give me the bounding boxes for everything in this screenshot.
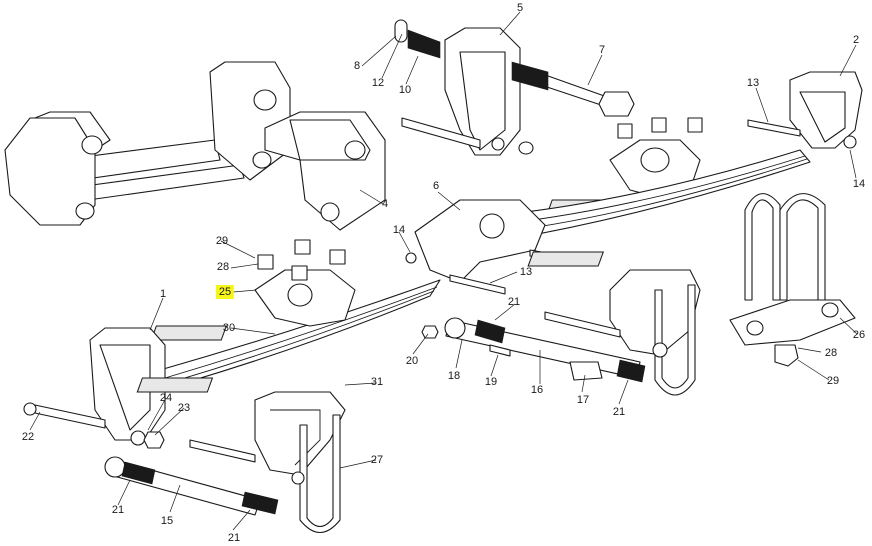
- callout-23: 23: [177, 402, 191, 414]
- callout-19: 19: [484, 376, 498, 388]
- hanger-1-group: [23, 327, 166, 449]
- callout-20: 20: [405, 355, 419, 367]
- assembled-axle-group: [4, 61, 386, 231]
- callout-6: 6: [432, 180, 440, 192]
- hanger-rear-group: [527, 251, 701, 396]
- callout-7: 7: [598, 44, 606, 56]
- callout-4: 4: [381, 198, 389, 210]
- callout-14a: 14: [392, 224, 406, 236]
- callout-18: 18: [447, 370, 461, 382]
- hanger-5-group: [394, 19, 635, 156]
- callout-28a: 28: [216, 261, 230, 273]
- callout-13a: 13: [746, 77, 760, 89]
- callout-24: 24: [159, 392, 173, 404]
- u-bolt-26-group: [729, 193, 856, 367]
- callout-27: 27: [370, 454, 384, 466]
- callout-29b: 29: [826, 375, 840, 387]
- callout-15: 15: [160, 515, 174, 527]
- callout-10: 10: [398, 84, 412, 96]
- callout-30: 30: [222, 322, 236, 334]
- callout-8: 8: [353, 60, 361, 72]
- callout-16: 16: [530, 384, 544, 396]
- equaliser-6-group: [405, 199, 576, 295]
- callout-1: 1: [159, 288, 167, 300]
- callout-2: 2: [852, 34, 860, 46]
- callout-31: 31: [370, 376, 384, 388]
- callout-22: 22: [21, 431, 35, 443]
- callout-29a: 29: [215, 235, 229, 247]
- leaf-springs: [159, 149, 811, 391]
- callout-25-highlighted: 25: [215, 285, 235, 299]
- equaliser-25-group: [150, 239, 356, 341]
- torque-rod-16: [421, 317, 646, 383]
- callout-12: 12: [371, 77, 385, 89]
- callout-21b: 21: [612, 406, 626, 418]
- torque-rod-15: [104, 456, 279, 516]
- callout-17: 17: [576, 394, 590, 406]
- callout-14b: 14: [852, 178, 866, 190]
- hanger-2-group: [747, 71, 863, 149]
- callout-13b: 13: [519, 266, 533, 278]
- callout-5: 5: [516, 2, 524, 14]
- callout-28b: 28: [824, 347, 838, 359]
- callout-21a: 21: [507, 296, 521, 308]
- hanger-31-group: [136, 377, 346, 534]
- callout-21d: 21: [227, 532, 241, 544]
- callout-26: 26: [852, 329, 866, 341]
- leader-lines: [29, 11, 858, 531]
- callout-21c: 21: [111, 504, 125, 516]
